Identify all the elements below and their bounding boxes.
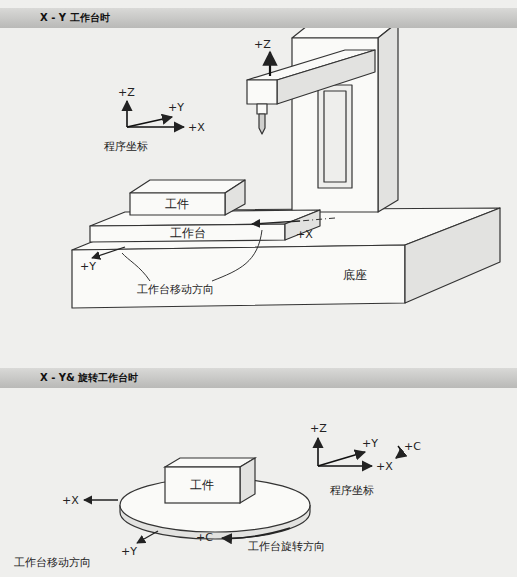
- axis-label: +Y: [362, 437, 378, 450]
- axis-label: +X: [376, 460, 393, 473]
- y-arrow: [92, 247, 125, 258]
- axis-label: +Y: [121, 545, 137, 558]
- z-arrow: [269, 52, 271, 76]
- part-label: 工件: [190, 478, 214, 492]
- part-shape: 工件: [165, 197, 189, 211]
- arm-side: [277, 50, 375, 104]
- axis-label: 程序坐标: [104, 140, 148, 153]
- axis-label: +C: [196, 531, 213, 544]
- part-label: X - Y& 旋转工作台时: [0, 368, 517, 388]
- spindle: [257, 104, 267, 114]
- axis-label: 程序坐标: [330, 484, 374, 497]
- y-arrow: [137, 531, 158, 543]
- arm-front: [247, 80, 277, 104]
- part-shape: 工件: [190, 478, 214, 492]
- program-axes: [127, 101, 184, 127]
- column-side: [378, 22, 398, 212]
- part-label: X - Y 工作台时: [0, 8, 517, 28]
- part-label: 工作台: [170, 226, 206, 240]
- base-front: [72, 245, 405, 308]
- workpiece-side: [225, 180, 245, 215]
- part-label: 底座: [343, 268, 367, 282]
- table-side: [285, 210, 320, 240]
- leader-line: [212, 230, 262, 281]
- cutter: [259, 114, 265, 134]
- c-rotation-arrow: [396, 446, 401, 458]
- workpiece-front: [130, 193, 225, 215]
- leader-line: [122, 253, 150, 281]
- axis-label: +X: [188, 121, 205, 134]
- table-front: [90, 224, 285, 242]
- axis-label: +X: [296, 228, 313, 241]
- workpiece-side: [240, 458, 255, 503]
- part-label: 工件: [165, 197, 189, 211]
- c-arrow: [222, 528, 290, 538]
- x-arrow: [84, 499, 118, 500]
- base-side: [405, 208, 500, 303]
- axis-label: 工作台移动方向: [137, 283, 214, 296]
- axis-label: +Z: [310, 422, 327, 435]
- section-band: X - Y& 旋转工作台时: [0, 368, 517, 388]
- axis-label: +C: [404, 440, 421, 453]
- column-slot: [318, 85, 352, 188]
- axis-label: +X: [62, 494, 79, 507]
- workpiece-front: [165, 467, 240, 503]
- x-arrow: [252, 221, 300, 224]
- axis-label: +Y: [168, 101, 184, 114]
- part-shape: 底座: [343, 268, 367, 282]
- axis-label: +Z: [254, 38, 271, 51]
- section-band: X - Y 工作台时: [0, 8, 517, 28]
- axis-label: 工作台移动方向: [14, 556, 91, 569]
- column-slot-inner: [324, 91, 346, 182]
- axis-label: +Y: [80, 260, 96, 273]
- axis-line: [300, 218, 335, 221]
- axis-label: 工作台旋转方向: [248, 540, 325, 553]
- part-shape: 工作台: [170, 226, 206, 240]
- axis-label: +Z: [118, 86, 135, 99]
